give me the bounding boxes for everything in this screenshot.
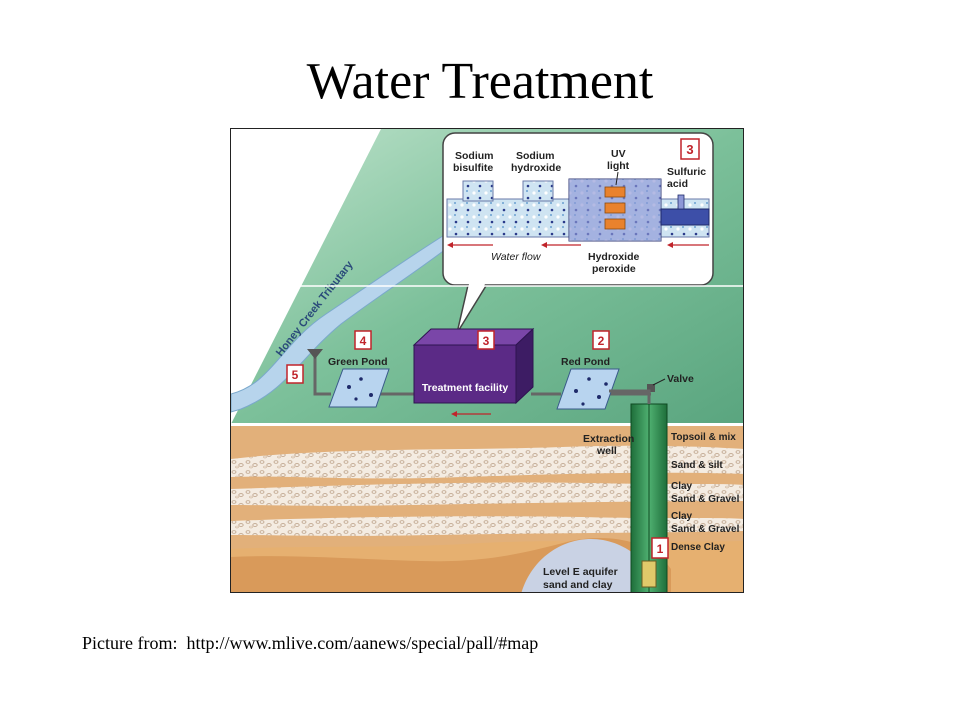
layer-label-4: Sand & Gravel xyxy=(671,494,740,505)
extraction-label-1: Extraction xyxy=(583,433,634,445)
badge-4 xyxy=(354,330,372,350)
badge-2 xyxy=(592,330,610,350)
badge-5 xyxy=(286,364,304,384)
image-source-caption: Picture from: http://www.mlive.com/aanew… xyxy=(82,633,539,653)
layer-label-2: Sand & silt xyxy=(671,460,723,471)
treatment-facility-label: Treatment facility xyxy=(422,382,509,394)
layer-label-7: Dense Clay xyxy=(671,542,725,553)
callout-box xyxy=(442,132,714,334)
red-pond-label: Red Pond xyxy=(561,356,610,368)
callout-step-number: 3 xyxy=(686,142,693,157)
hydroxide-label-2: Hydroxide xyxy=(588,251,640,263)
badge-4-number: 4 xyxy=(360,334,367,348)
peroxide-label: peroxide xyxy=(592,263,636,275)
well-pump xyxy=(641,560,657,588)
uv-label: UV xyxy=(611,148,626,160)
sodium-label-2: Sodium xyxy=(516,150,555,162)
acid-label: acid xyxy=(667,178,688,190)
layer-label-1: Topsoil & mix xyxy=(671,432,736,443)
badge-3-number: 3 xyxy=(483,334,490,348)
green-pond-label: Green Pond xyxy=(328,356,388,368)
sodium-label-1: Sodium xyxy=(455,150,494,162)
hydroxide-label: hydroxide xyxy=(511,162,561,174)
water-flow-label: Water flow xyxy=(491,251,542,263)
badge-2-number: 2 xyxy=(598,334,605,348)
layer-label-5: Clay xyxy=(671,511,693,522)
layer-label-6: Sand & Gravel xyxy=(671,524,740,535)
bisulfite-label: bisulfite xyxy=(453,162,493,174)
valve-label: Valve xyxy=(667,373,694,385)
aquifer-label-2: sand and clay xyxy=(543,579,613,591)
callout-step-badge xyxy=(680,138,700,160)
badge-1-number: 1 xyxy=(657,542,664,556)
light-label: light xyxy=(607,160,630,172)
layer-label-3: Clay xyxy=(671,481,693,492)
water-treatment-diagram: Honey Creek Tributary Sodium bisulfite S… xyxy=(230,128,744,593)
badge-5-number: 5 xyxy=(292,368,299,382)
aquifer-label-1: Level E aquifer xyxy=(543,566,618,578)
extraction-label-2: well xyxy=(596,445,617,457)
badge-1 xyxy=(651,537,669,559)
badge-3 xyxy=(477,330,495,350)
surface-pipeline xyxy=(307,327,655,417)
sulfuric-label: Sulfuric xyxy=(667,166,706,178)
slide-title: Water Treatment xyxy=(306,53,654,110)
